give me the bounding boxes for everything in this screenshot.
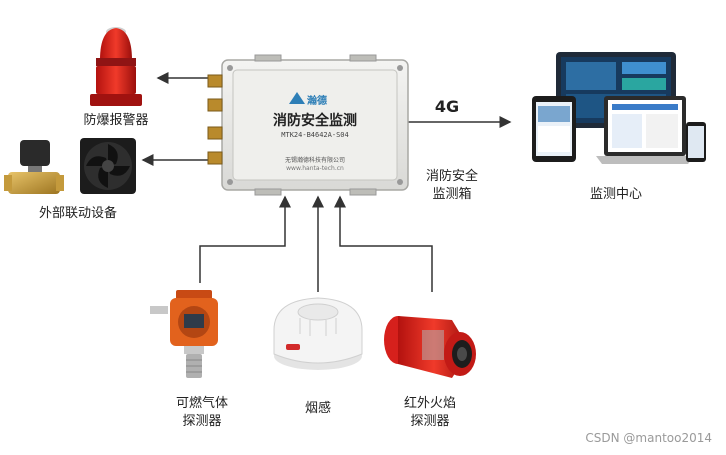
solenoid-valve-image <box>4 140 64 194</box>
monitoring-center-devices <box>532 52 706 164</box>
brand-logo-icon <box>289 92 305 104</box>
ir-detector-label-line1: 红外火焰 <box>403 396 456 411</box>
monitoring-center-label: 监测中心 <box>589 187 642 202</box>
box-model: MTK24-B4642A-S04 <box>281 131 349 139</box>
box-title: 消防安全监测 <box>273 113 357 129</box>
monitoring-box <box>207 54 409 196</box>
box-brand: 瀚德 <box>307 96 327 107</box>
box-caption-line1: 消防安全 <box>425 169 478 184</box>
arrow-from-ir <box>334 195 433 292</box>
box-caption-line2: 监测箱 <box>432 187 472 202</box>
gas-detector-label-line1: 可燃气体 <box>175 396 228 411</box>
ir-flame-detector-image <box>384 316 476 378</box>
external-device-label: 外部联动设备 <box>38 206 117 221</box>
alarm-label: 防爆报警器 <box>83 113 149 128</box>
gas-detector-label-line2: 探测器 <box>182 414 222 429</box>
alarm-beacon-image <box>90 27 142 106</box>
watermark: CSDN @mantoo2014 <box>585 431 712 445</box>
ir-detector-label-line2: 探测器 <box>410 414 450 429</box>
link-4g-label: 4G <box>434 97 460 116</box>
box-company: 无锡瀚德科技有限公司 <box>284 157 345 164</box>
smoke-detector-label: 烟感 <box>304 401 331 416</box>
fan-image <box>80 138 136 194</box>
gas-detector-image <box>150 290 218 378</box>
box-website: www.hanta-tech.cn <box>286 165 344 172</box>
smoke-detector-image <box>273 297 363 370</box>
arrow-from-gas <box>199 195 291 283</box>
